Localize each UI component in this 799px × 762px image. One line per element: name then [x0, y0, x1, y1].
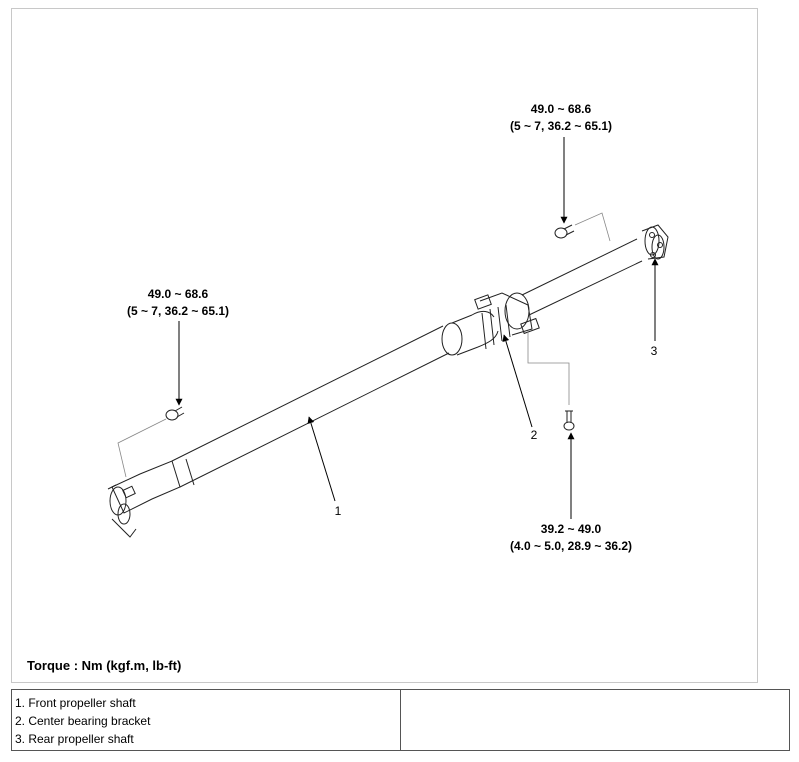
center-bolt-torque-alt: (4.0 ~ 5.0, 28.9 ~ 36.2): [510, 539, 632, 553]
legend-item: 3. Rear propeller shaft: [15, 732, 134, 746]
leader-arrows: [175, 137, 659, 519]
center-bearing-bolt-icon: [563, 410, 575, 431]
callout-1-arrow: [307, 416, 336, 502]
legend-item: 2. Center bearing bracket: [15, 714, 151, 728]
diagram-frame: 49.0 ~ 68.6 (5 ~ 7, 36.2 ~ 65.1) 49.0 ~ …: [11, 8, 758, 683]
legend-items-cell: 1. Front propeller shaft 2. Center beari…: [12, 690, 401, 750]
torque-unit-caption: Torque : Nm (kgf.m, lb-ft): [27, 658, 182, 673]
legend-table: 1. Front propeller shaft 2. Center beari…: [11, 689, 790, 751]
callout-1: 1: [335, 504, 342, 518]
bolt-guide-lines: [117, 212, 611, 478]
rear-bolt-torque-alt: (5 ~ 7, 36.2 ~ 65.1): [510, 119, 612, 133]
front-flange-bolt-icon: [165, 406, 185, 421]
legend-empty-cell: [401, 690, 789, 750]
rear-flange-bolt-icon: [554, 224, 575, 239]
callout-2: 2: [531, 428, 538, 442]
front-bolt-torque-alt: (5 ~ 7, 36.2 ~ 65.1): [127, 304, 229, 318]
propeller-shaft-diagram: 49.0 ~ 68.6 (5 ~ 7, 36.2 ~ 65.1) 49.0 ~ …: [107, 102, 669, 553]
callout-2-arrow: [502, 334, 533, 428]
propeller-shaft-drawing: [107, 224, 669, 538]
front-bolt-torque-nm: 49.0 ~ 68.6: [148, 287, 209, 301]
rear-bolt-torque-nm: 49.0 ~ 68.6: [531, 102, 592, 116]
center-bolt-torque-nm: 39.2 ~ 49.0: [541, 522, 602, 536]
legend-item: 1. Front propeller shaft: [15, 696, 136, 710]
callout-3: 3: [651, 344, 658, 358]
